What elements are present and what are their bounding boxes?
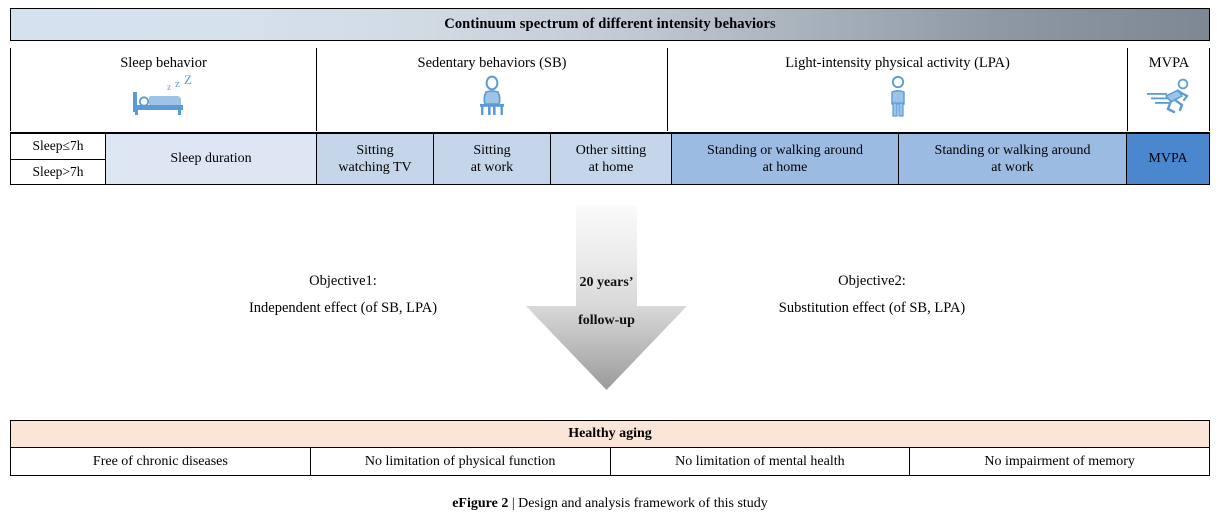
follow-up-arrow: 20 years’ follow-up bbox=[519, 205, 694, 390]
person-sitting-icon bbox=[466, 74, 518, 118]
person-standing-icon bbox=[878, 74, 918, 118]
behavior-label-other-sitting: Other sitting at home bbox=[576, 142, 646, 177]
sleep-threshold-le7: Sleep≤7h bbox=[32, 138, 84, 154]
behavior-label-standing-home-l2: at home bbox=[762, 160, 808, 175]
healthy-aging-component-mental-health: No limitation of mental health bbox=[609, 448, 910, 476]
healthy-aging-component-physical-function: No limitation of physical function bbox=[309, 448, 610, 476]
behavior-cell-sleep-threshold: Sleep≤7h Sleep>7h bbox=[10, 133, 106, 185]
behavior-label-sitting-work-l1: Sitting bbox=[473, 142, 511, 158]
behavior-label-standing-work-l1: Standing or walking around bbox=[934, 142, 1091, 158]
behavior-label-sitting-work-l2: at work bbox=[470, 160, 514, 175]
objective-2-detail: Substitution effect (of SB, LPA) bbox=[778, 299, 966, 316]
figure-caption-label: eFigure 2 bbox=[452, 496, 509, 511]
spectrum-title: Continuum spectrum of different intensit… bbox=[444, 16, 776, 32]
down-arrow-icon bbox=[526, 205, 687, 390]
behavior-cell-sleep-duration: Sleep duration bbox=[105, 133, 317, 185]
arrow-label-line2: follow-up bbox=[578, 313, 635, 328]
figure-caption: eFigure 2 | Design and analysis framewor… bbox=[0, 496, 1220, 512]
category-label-sleep: Sleep behavior bbox=[120, 55, 207, 71]
objective-1-title: Objective1: bbox=[309, 273, 377, 289]
category-label-mvpa: MVPA bbox=[1148, 55, 1190, 71]
category-sedentary-behaviors: Sedentary behaviors (SB) bbox=[316, 48, 667, 131]
behavior-label-mvpa: MVPA bbox=[1148, 151, 1188, 167]
category-label-lpa: Light-intensity physical activity (LPA) bbox=[785, 55, 1010, 71]
category-row-right-edge bbox=[1209, 48, 1210, 131]
category-mvpa: MVPA bbox=[1127, 48, 1210, 131]
behavior-label-sitting-work: Sitting at work bbox=[471, 142, 513, 177]
behavior-label-sitting-tv-l1: Sitting bbox=[356, 142, 394, 158]
behavior-cell-other-sitting-at-home: Other sitting at home bbox=[550, 133, 672, 185]
behavior-cell-mvpa: MVPA bbox=[1126, 133, 1210, 185]
behavior-cell-sitting-watching-tv: Sitting watching TV bbox=[316, 133, 434, 185]
behavior-label-sitting-tv: Sitting watching TV bbox=[338, 142, 411, 177]
svg-text:Z: Z bbox=[184, 74, 192, 87]
healthy-aging-title: Healthy aging bbox=[11, 421, 1209, 448]
healthy-aging-table: Healthy aging Free of chronic diseases N… bbox=[10, 420, 1210, 476]
figure-caption-separator: | bbox=[511, 496, 515, 511]
behavior-label-other-sitting-l1: Other sitting bbox=[575, 142, 647, 158]
person-running-icon bbox=[1141, 74, 1197, 118]
behavior-cell-standing-walking-home: Standing or walking around at home bbox=[671, 133, 899, 185]
behavior-label-standing-home: Standing or walking around at home bbox=[707, 142, 863, 177]
svg-text:z: z bbox=[167, 82, 171, 92]
category-sleep-behavior: Sleep behavior z z Z bbox=[10, 48, 316, 131]
behavior-label-standing-work-l2: at work bbox=[991, 160, 1034, 175]
category-header-row: Sleep behavior z z Z bbox=[10, 48, 1210, 133]
objective-1-detail: Independent effect (of SB, LPA) bbox=[248, 299, 438, 316]
behavior-cells-row: Sleep≤7h Sleep>7h Sleep duration Sitting… bbox=[10, 133, 1210, 185]
category-label-sb: Sedentary behaviors (SB) bbox=[417, 55, 567, 71]
behavior-cell-standing-walking-work: Standing or walking around at work bbox=[898, 133, 1127, 185]
healthy-aging-component-memory: No impairment of memory bbox=[909, 448, 1209, 476]
behavior-label-standing-home-l1: Standing or walking around bbox=[707, 142, 863, 158]
objective-1-block: Objective1: Independent effect (of SB, L… bbox=[238, 268, 448, 322]
objective-2-block: Objective2: Substitution effect (of SB, … bbox=[767, 268, 977, 322]
behavior-label-other-sitting-l2: at home bbox=[588, 160, 634, 175]
sleep-threshold-gt7: Sleep>7h bbox=[11, 159, 105, 184]
behavior-cell-sitting-at-work: Sitting at work bbox=[433, 133, 551, 185]
sleeping-in-bed-icon: z z Z bbox=[125, 74, 203, 118]
arrow-label-line1: 20 years’ bbox=[579, 275, 634, 290]
behavior-label-sleep-duration: Sleep duration bbox=[170, 151, 252, 167]
continuum-spectrum-banner: Continuum spectrum of different intensit… bbox=[10, 8, 1210, 41]
figure-caption-text: Design and analysis framework of this st… bbox=[518, 496, 768, 511]
svg-text:z: z bbox=[175, 78, 180, 90]
objective-2-title: Objective2: bbox=[838, 273, 906, 289]
behavior-label-standing-work: Standing or walking around at work bbox=[935, 142, 1091, 177]
healthy-aging-components-row: Free of chronic diseases No limitation o… bbox=[11, 448, 1209, 476]
category-light-intensity-physical-activity: Light-intensity physical activity (LPA) bbox=[667, 48, 1127, 131]
behavior-label-sitting-tv-l2: watching TV bbox=[338, 160, 412, 175]
healthy-aging-component-chronic-diseases: Free of chronic diseases bbox=[92, 454, 228, 469]
